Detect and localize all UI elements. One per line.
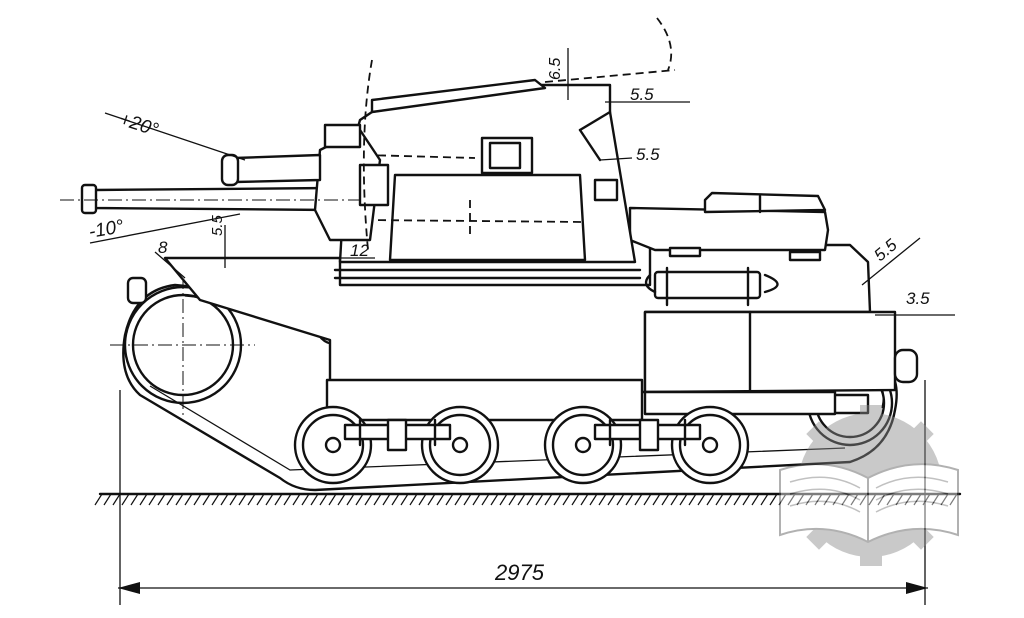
idler-wheel xyxy=(110,275,255,415)
label-armor-mantlet: 12 xyxy=(350,241,369,260)
road-wheel xyxy=(420,405,500,485)
label-armor-turret-top: 6.5 xyxy=(547,58,564,80)
coaxial-gun xyxy=(220,153,390,207)
label-armor-glacis: 5.5 xyxy=(209,214,226,236)
ground-line xyxy=(94,492,962,506)
label-armor-turret-side: 5.5 xyxy=(636,145,660,164)
label-armor-rear-plate: 3.5 xyxy=(906,289,930,308)
book-gear-logo-icon xyxy=(779,405,959,566)
suspension-springs xyxy=(343,418,702,452)
label-elevation-up: +20° xyxy=(116,109,161,141)
road-wheel xyxy=(670,405,750,485)
label-overall-length: 2975 xyxy=(494,560,545,585)
label-armor-turret-rear-top: 5.5 xyxy=(630,85,654,104)
label-elevation-down: -10° xyxy=(87,216,126,243)
turret xyxy=(338,78,637,264)
dimension-leaders xyxy=(118,48,955,605)
label-armor-hull-front: 8 xyxy=(158,238,168,257)
elevation-arcs xyxy=(60,17,676,251)
engine-deck xyxy=(126,191,919,384)
label-armor-rear-deck: 5.5 xyxy=(870,235,901,265)
